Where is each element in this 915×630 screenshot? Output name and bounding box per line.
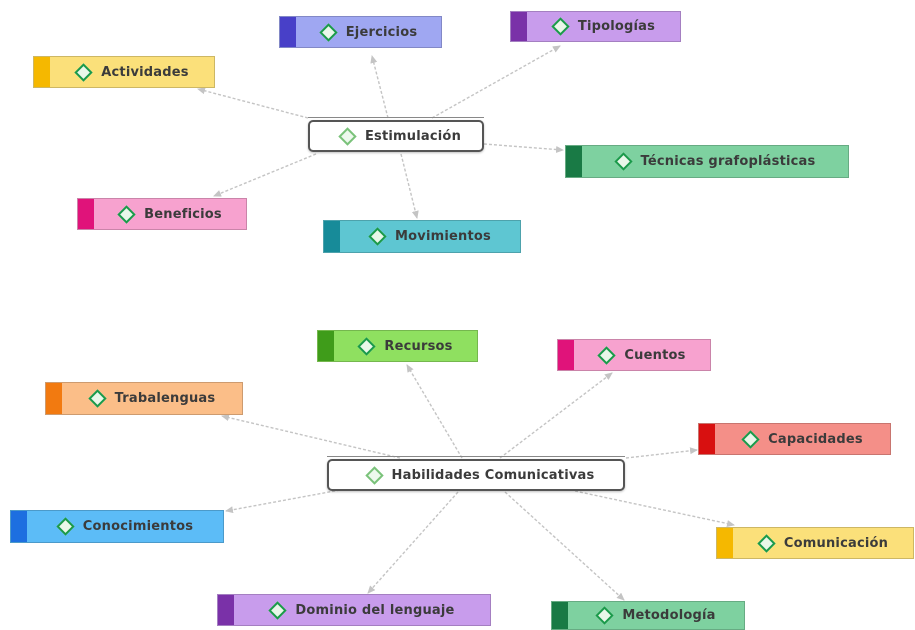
- node-tecnicas-grafoplasticas[interactable]: Técnicas grafoplásticas: [565, 145, 849, 178]
- node-color-bar: [11, 511, 27, 542]
- topic-icon: [613, 152, 633, 171]
- link-estimulacion-movimientos: [400, 153, 419, 219]
- central-topic-habilidades-comunicativas[interactable]: Habilidades Comunicativas: [327, 456, 625, 491]
- topic-icon: [368, 227, 387, 246]
- topic-icon: [56, 517, 75, 536]
- node-color-bar: [552, 602, 568, 629]
- topic-icon: [74, 62, 93, 82]
- node-metodologia[interactable]: Metodología: [551, 601, 745, 630]
- node-label: Comunicación: [783, 535, 889, 551]
- node-dominio-del-lenguaje[interactable]: Dominio del lenguaje: [217, 594, 491, 626]
- node-label: Técnicas grafoplásticas: [640, 154, 816, 169]
- topic-icon: [597, 345, 617, 365]
- node-trabalenguas[interactable]: Trabalenguas: [45, 382, 243, 415]
- central-topic-label: Estimulación: [364, 128, 462, 144]
- topic-icon: [551, 17, 570, 36]
- link-habilidades-recursos: [406, 364, 463, 459]
- node-color-bar: [218, 595, 234, 625]
- central-topic-label: Habilidades Comunicativas: [391, 467, 595, 483]
- topic-icon: [268, 600, 288, 620]
- topic-icon: [741, 429, 760, 449]
- node-cuentos[interactable]: Cuentos: [557, 339, 711, 371]
- node-color-bar: [78, 199, 94, 229]
- topic-icon: [357, 336, 377, 356]
- node-label: Actividades: [101, 64, 189, 80]
- link-estimulacion-tecnicas: [483, 143, 564, 153]
- topic-icon: [364, 465, 384, 485]
- node-comunicacion[interactable]: Comunicación: [716, 527, 914, 559]
- node-conocimientos[interactable]: Conocimientos: [10, 510, 224, 543]
- link-habilidades-comunicacion: [574, 490, 735, 527]
- topic-icon: [338, 126, 357, 146]
- node-label: Capacidades: [768, 431, 863, 447]
- node-label: Ejercicios: [345, 24, 418, 40]
- link-habilidades-metodologia: [504, 491, 625, 601]
- topic-icon: [319, 22, 338, 42]
- node-color-bar: [34, 57, 50, 87]
- node-recursos[interactable]: Recursos: [317, 330, 478, 362]
- node-color-bar: [318, 331, 334, 361]
- node-color-bar: [566, 146, 582, 177]
- link-estimulacion-beneficios: [213, 153, 317, 197]
- node-label: Beneficios: [144, 206, 222, 222]
- link-estimulacion-tipologias: [431, 45, 561, 119]
- node-color-bar: [717, 528, 733, 558]
- node-tipologias[interactable]: Tipologías: [510, 11, 681, 42]
- node-color-bar: [511, 12, 527, 41]
- central-topic-estimulacion[interactable]: Estimulación: [308, 117, 484, 152]
- node-label: Conocimientos: [82, 519, 194, 534]
- node-color-bar: [699, 424, 715, 454]
- node-color-bar: [324, 221, 340, 252]
- node-movimientos[interactable]: Movimientos: [323, 220, 521, 253]
- link-estimulacion-ejercicios: [370, 55, 389, 119]
- node-capacidades[interactable]: Capacidades: [698, 423, 891, 455]
- topic-icon: [87, 389, 107, 408]
- topic-icon: [757, 533, 776, 553]
- node-label: Metodología: [622, 608, 716, 623]
- topic-icon: [117, 204, 136, 224]
- node-beneficios[interactable]: Beneficios: [77, 198, 247, 230]
- link-habilidades-capacidades: [625, 447, 698, 459]
- node-color-bar: [280, 17, 296, 47]
- link-habilidades-trabalenguas: [221, 414, 401, 459]
- node-label: Recursos: [384, 338, 453, 354]
- node-label: Dominio del lenguaje: [295, 602, 455, 618]
- node-label: Tipologías: [577, 19, 656, 34]
- link-estimulacion-actividades: [197, 87, 309, 119]
- node-label: Movimientos: [395, 229, 491, 244]
- link-habilidades-dominio: [367, 491, 459, 594]
- node-color-bar: [558, 340, 574, 370]
- topic-icon: [595, 606, 615, 625]
- link-habilidades-conocimientos: [225, 489, 341, 514]
- node-label: Trabalenguas: [114, 391, 216, 406]
- node-ejercicios[interactable]: Ejercicios: [279, 16, 442, 48]
- node-actividades[interactable]: Actividades: [33, 56, 215, 88]
- link-habilidades-cuentos: [499, 372, 613, 459]
- node-color-bar: [46, 383, 62, 414]
- node-label: Cuentos: [624, 347, 686, 363]
